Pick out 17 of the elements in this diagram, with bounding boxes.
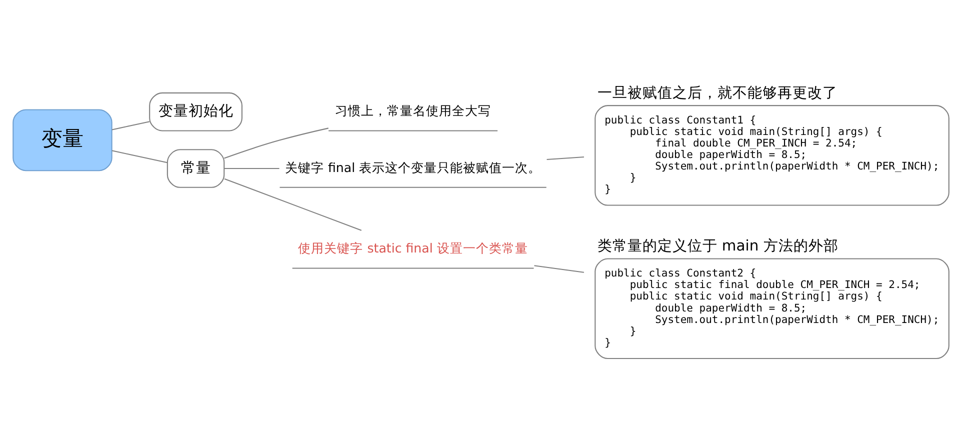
node-text: 使用关键字 static final 设置一个类常量 — [298, 240, 528, 256]
node-box: 变量 — [12, 108, 112, 171]
node-box: public class Constant1 { public static void main(String[] args) { final double CM_PER_INCH = 2.54; double paperWidth = 8.5; System.out.println(paperWidth * CM_PER_INCH); } } — [594, 104, 950, 206]
connector — [534, 264, 584, 272]
node-text: 习惯上，常量名使用全大写 — [335, 102, 492, 118]
connector — [112, 120, 150, 130]
connector — [546, 156, 584, 160]
node-box: public class Constant2 { public static final double CM_PER_INCH = 2.54; public static void main(String[] args) { double paperWidth = 8.5; System.out.println(paperWidth * CM_PER_INCH); } } — [594, 258, 950, 359]
node-box: 变量初始化 — [149, 92, 242, 131]
connector — [224, 168, 280, 169]
connector — [112, 150, 168, 163]
node-label: 类常量的定义位于 main 方法的外部 — [597, 237, 838, 254]
connector — [224, 178, 362, 230]
node-label: 一旦被赋值之后，就不能够再更改了 — [597, 84, 838, 101]
node-box: 常量 — [166, 148, 225, 188]
node-text: 关键字 final 表示这个变量只能被赋值一次。 — [285, 159, 542, 174]
connector — [224, 127, 328, 158]
